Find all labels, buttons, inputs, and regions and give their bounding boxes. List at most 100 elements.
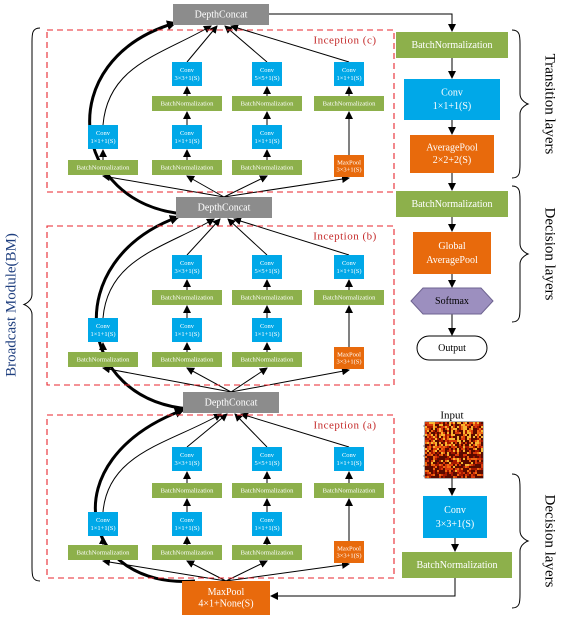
spectrogram-cell — [459, 430, 461, 432]
spectrogram-cell — [453, 422, 455, 424]
spectrogram-cell — [475, 428, 477, 430]
spectrogram-cell — [481, 422, 483, 424]
spectrogram-cell — [445, 446, 447, 448]
spectrogram-cell — [441, 456, 443, 458]
spectrogram-cell — [433, 460, 435, 462]
spectrogram-cell — [473, 468, 475, 470]
t-batchnorm-box — [396, 32, 508, 58]
spectrogram-cell — [479, 458, 481, 460]
spectrogram-cell — [451, 422, 453, 424]
spectrogram-cell — [441, 474, 443, 476]
inc-a-b3-conv1-box — [252, 512, 282, 536]
spectrogram-cell — [469, 426, 471, 428]
spectrogram-cell — [479, 430, 481, 432]
inc-a-b1-bn-label: BatchNormalization — [77, 549, 130, 556]
spectrogram-cell — [445, 448, 447, 450]
spectrogram-cell — [473, 460, 475, 462]
inc-c-b1-conv-label-2: 1×1+1(S) — [90, 138, 115, 145]
spectrogram-cell — [443, 464, 445, 466]
decision-layers-bottom-label: Decision layers — [542, 495, 558, 588]
inc-a-b2-bn1-box — [152, 545, 222, 560]
spectrogram-cell — [479, 460, 481, 462]
spectrogram-cell — [439, 434, 441, 436]
inc-b-out2 — [186, 218, 221, 256]
spectrogram-cell — [445, 426, 447, 428]
spectrogram-cell — [437, 436, 439, 438]
t-avgpool-label-2: 2×2+2(S) — [433, 155, 472, 166]
inc-b-in1 — [102, 365, 232, 393]
spectrogram-cell — [469, 470, 471, 472]
spectrogram-cell — [461, 466, 463, 468]
spectrogram-cell — [451, 446, 453, 448]
spectrogram-cell — [467, 468, 469, 470]
spectrogram-cell — [431, 462, 433, 464]
spectrogram-cell — [449, 422, 451, 424]
spectrogram-cell — [435, 436, 437, 438]
spectrogram-cell — [457, 424, 459, 426]
spectrogram-cell — [449, 468, 451, 470]
spectrogram-cell — [481, 456, 483, 458]
spectrogram-cell — [447, 474, 449, 476]
spectrogram-cell — [479, 476, 481, 478]
inc-a-b3-bn2-box — [232, 483, 302, 498]
spectrogram-cell — [451, 474, 453, 476]
spectrogram-cell — [429, 452, 431, 454]
spectrogram-cell — [449, 432, 451, 434]
spectrogram-cell — [429, 428, 431, 430]
spectrogram-cell — [461, 456, 463, 458]
spectrogram-cell — [455, 462, 457, 464]
spectrogram-cell — [437, 462, 439, 464]
spectrogram-cell — [445, 462, 447, 464]
spectrogram-cell — [435, 426, 437, 428]
spectrogram-cell — [429, 450, 431, 452]
inc-b-b3-conv1-label-2: 1×1+1(S) — [254, 331, 279, 338]
spectrogram-cell — [449, 442, 451, 444]
spectrogram-cell — [425, 452, 427, 454]
spectrogram-cell — [469, 434, 471, 436]
spectrogram-cell — [431, 448, 433, 450]
spectrogram-cell — [457, 474, 459, 476]
t-conv-box — [404, 79, 500, 120]
spectrogram-cell — [465, 426, 467, 428]
spectrogram-cell — [457, 450, 459, 452]
spectrogram-cell — [447, 470, 449, 472]
spectrogram-cell — [427, 430, 429, 432]
spectrogram-cell — [481, 428, 483, 430]
spectrogram-cell — [465, 456, 467, 458]
spectrogram-cell — [441, 436, 443, 438]
spectrogram-cell — [453, 460, 455, 462]
spectrogram-cell — [479, 432, 481, 434]
spectrogram-cell — [443, 430, 445, 432]
inc-b-b1-conv-label-1: Conv — [96, 323, 111, 330]
spectrogram-cell — [451, 472, 453, 474]
spectrogram-cell — [441, 476, 443, 478]
spectrogram-cell — [463, 424, 465, 426]
spectrogram-cell — [439, 432, 441, 434]
spectrogram-cell — [479, 434, 481, 436]
spectrogram-cell — [427, 438, 429, 440]
inc-c-b3-bn1-box — [232, 160, 302, 175]
spectrogram-cell — [447, 444, 449, 446]
spectrogram-cell — [435, 456, 437, 458]
spectrogram-cell — [467, 436, 469, 438]
spectrogram-cell — [481, 466, 483, 468]
spectrogram-cell — [449, 440, 451, 442]
spectrogram-cell — [445, 476, 447, 478]
spectrogram-cell — [477, 444, 479, 446]
spectrogram-cell — [429, 462, 431, 464]
spectrogram-cell — [473, 458, 475, 460]
spectrogram-cell — [437, 426, 439, 428]
spectrogram-cell — [463, 438, 465, 440]
inc-c-b1-bn-box — [68, 160, 138, 175]
spectrogram-cell — [449, 436, 451, 438]
spectrogram-cell — [425, 448, 427, 450]
spectrogram-cell — [431, 446, 433, 448]
spectrogram-cell — [433, 472, 435, 474]
spectrogram-cell — [477, 428, 479, 430]
spectrogram-cell — [433, 444, 435, 446]
